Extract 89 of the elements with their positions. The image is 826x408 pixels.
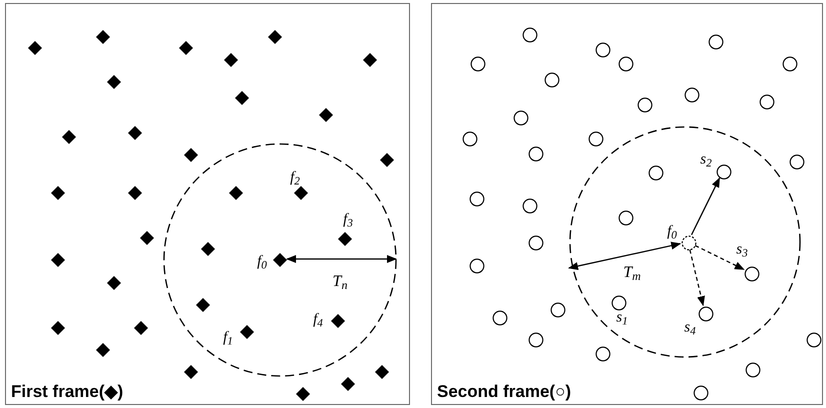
feature-point-diamond (127, 185, 143, 201)
feature-point-diamond (337, 231, 353, 247)
feature-point-diamond (239, 324, 255, 340)
feature-point-diamond (95, 342, 111, 358)
feature-point-circle (618, 210, 634, 226)
arrow (694, 245, 745, 270)
feature-point-circle (469, 191, 485, 207)
point-label: f$_{2}$ (290, 170, 300, 186)
point-label: f$_{1}$ (223, 330, 233, 346)
feature-point-diamond (228, 185, 244, 201)
point-label: f$_{0}$ (667, 224, 677, 240)
feature-point-diamond (234, 90, 250, 106)
feature-point-circle (462, 131, 478, 147)
feature-point-circle (618, 56, 634, 72)
feature-point-diamond (295, 386, 311, 402)
feature-point-circle (744, 266, 760, 282)
feature-point-circle (469, 258, 485, 274)
feature-point-diamond (106, 74, 122, 90)
feature-point-circle (550, 302, 566, 318)
feature-point-circle (522, 27, 538, 43)
feature-point-circle (759, 94, 775, 110)
feature-point-diamond (183, 147, 199, 163)
feature-point-circle (470, 56, 486, 72)
feature-point-diamond (178, 40, 194, 56)
feature-point-diamond (362, 52, 378, 68)
feature-point-circle (528, 332, 544, 348)
feature-point-circle (681, 235, 697, 251)
feature-point-diamond (50, 185, 66, 201)
point-label: f$_{4}$ (313, 312, 323, 328)
feature-point-circle (528, 146, 544, 162)
feature-point-circle (637, 97, 653, 113)
feature-point-diamond (27, 40, 43, 56)
frame-title: Second frame(○) (437, 383, 572, 400)
feature-point-diamond (318, 107, 334, 123)
feature-point-circle (595, 42, 611, 58)
feature-point-circle (782, 56, 798, 72)
point-label: f$_{3}$ (343, 212, 353, 228)
feature-point-circle (806, 332, 822, 348)
feature-point-diamond (340, 376, 356, 392)
feature-point-diamond (133, 320, 149, 336)
arrow (689, 250, 705, 306)
feature-point-diamond (139, 230, 155, 246)
feature-point-diamond (330, 313, 346, 329)
feature-point-circle (698, 306, 714, 322)
feature-point-diamond (106, 275, 122, 291)
feature-point-diamond (374, 364, 390, 380)
point-label: s$_{4}$ (684, 320, 696, 336)
feature-point-diamond (95, 29, 111, 45)
frame-title: First frame(◆) (11, 383, 124, 400)
feature-point-diamond (50, 320, 66, 336)
feature-point-circle (492, 310, 508, 326)
frame-panel (5, 3, 410, 405)
feature-point-diamond (127, 125, 143, 141)
feature-point-circle (611, 295, 627, 311)
feature-point-circle (684, 87, 700, 103)
feature-point-diamond (61, 129, 77, 145)
arrow (691, 177, 720, 236)
search-radius-circle (163, 143, 397, 377)
feature-point-circle (588, 131, 604, 147)
feature-point-diamond (293, 185, 309, 201)
feature-point-circle (513, 110, 529, 126)
frame-panel (431, 3, 823, 405)
feature-point-circle (745, 362, 761, 378)
edge-label: T$_{m}$ (623, 265, 641, 281)
feature-point-diamond (267, 29, 283, 45)
feature-point-circle (789, 154, 805, 170)
point-label: s$_{2}$ (700, 152, 712, 168)
arrow (286, 255, 397, 263)
feature-point-circle (716, 164, 732, 180)
feature-point-diamond (195, 297, 211, 313)
feature-point-diamond (183, 364, 199, 380)
point-label: s$_{1}$ (616, 310, 628, 326)
feature-point-circle (595, 346, 611, 362)
feature-point-circle (522, 198, 538, 214)
search-radius-circle (569, 126, 801, 358)
feature-point-circle (528, 235, 544, 251)
feature-point-diamond (200, 241, 216, 257)
feature-point-circle (708, 34, 724, 50)
feature-point-diamond (50, 252, 66, 268)
feature-point-circle (544, 72, 560, 88)
arrow (568, 242, 682, 270)
feature-point-circle (648, 165, 664, 181)
feature-point-diamond (272, 252, 288, 268)
feature-point-circle (693, 385, 709, 401)
point-label: s$_{3}$ (736, 242, 748, 258)
point-label: f$_{0}$ (257, 254, 267, 270)
feature-point-diamond (379, 152, 395, 168)
feature-point-diamond (223, 52, 239, 68)
edge-label: T$_{n}$ (332, 274, 348, 290)
